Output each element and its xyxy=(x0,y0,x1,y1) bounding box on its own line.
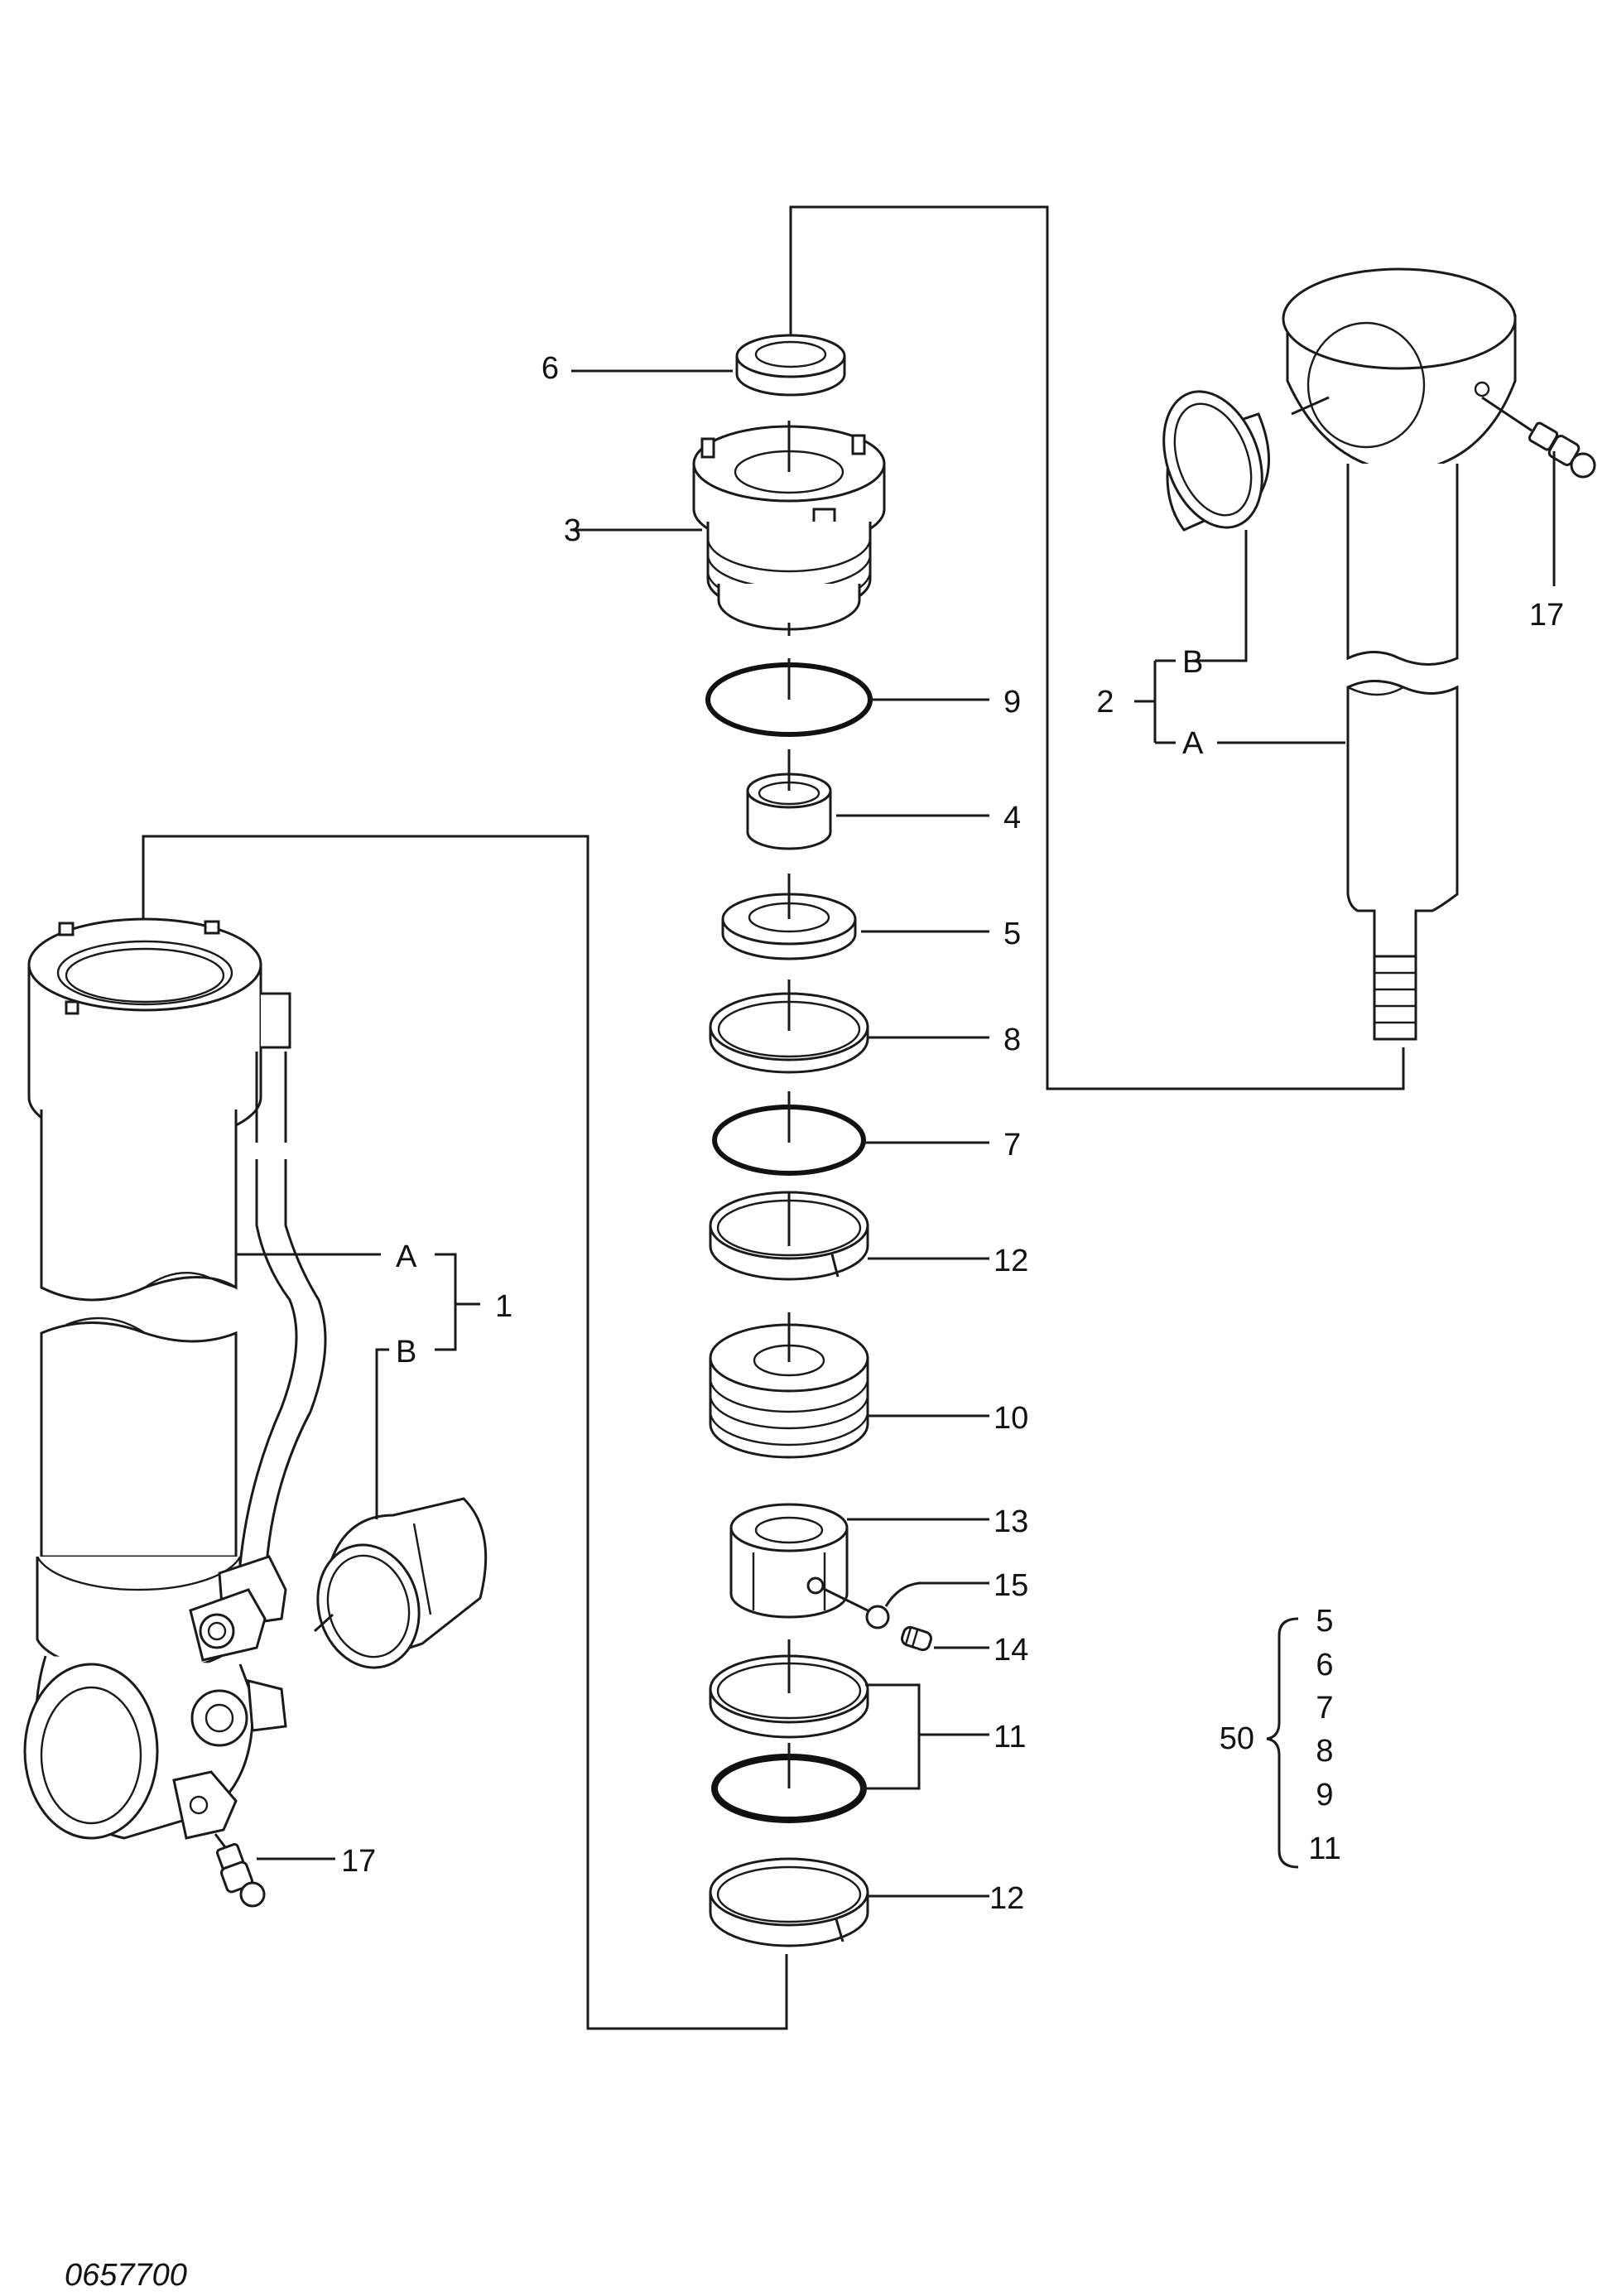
diagram-code: 0657700 xyxy=(65,2258,187,2293)
kit-item: 7 xyxy=(1316,1691,1333,1726)
part-1-cylinder-tube xyxy=(23,917,287,1840)
connector-lines xyxy=(142,205,1405,2030)
part-2-piston-rod xyxy=(1282,267,1517,1041)
callout-3: 3 xyxy=(564,513,581,548)
part-8-backup-ring xyxy=(709,980,989,1074)
callout-5: 5 xyxy=(1003,917,1021,951)
callout-8: 8 xyxy=(1003,1023,1021,1057)
callout-2: 2 xyxy=(1096,685,1114,720)
kit-item: 11 xyxy=(1308,1832,1340,1866)
callout-10: 10 xyxy=(994,1401,1028,1436)
part-9-o-ring xyxy=(705,658,989,737)
callout-7: 7 xyxy=(1003,1128,1021,1162)
kit-item: 5 xyxy=(1316,1604,1333,1639)
part-13-nut xyxy=(729,1503,989,1619)
part-14-set-screw xyxy=(901,1625,989,1652)
callout-1-B: B xyxy=(396,1335,416,1369)
callout-12-lower: 12 xyxy=(989,1881,1024,1916)
callout-4: 4 xyxy=(1003,801,1021,835)
callout-2-B: B xyxy=(1182,645,1203,680)
part-11-seal-set xyxy=(709,1639,989,1823)
part-5-buffer-ring xyxy=(721,874,989,960)
callout-9: 9 xyxy=(1003,685,1021,720)
callout-14: 14 xyxy=(994,1633,1028,1668)
part-17-grease-fitting-left xyxy=(214,1833,335,1908)
kit-item: 9 xyxy=(1316,1778,1333,1812)
callout-1: 1 xyxy=(495,1289,512,1324)
callout-6: 6 xyxy=(541,351,559,386)
part-3-rod-cover xyxy=(571,421,886,636)
part-6-dust-seal xyxy=(571,334,846,397)
callout-2-A: A xyxy=(1182,726,1204,761)
callout-12-upper: 12 xyxy=(994,1244,1028,1278)
callout-15: 15 xyxy=(994,1568,1028,1603)
part-12-wear-ring-lower xyxy=(709,1857,989,1947)
part-12-wear-ring-upper xyxy=(709,1191,989,1281)
part-2-brackets xyxy=(1134,530,1345,744)
kit-50-brace xyxy=(1266,1617,1299,1869)
part-15-ball xyxy=(821,1581,989,1629)
part-1b-bushing xyxy=(313,1497,488,1669)
callout-1-A: A xyxy=(396,1239,417,1274)
part-7-o-ring xyxy=(712,1091,989,1176)
part-10-piston xyxy=(709,1312,989,1459)
part-1-pipe xyxy=(189,992,327,1662)
part-2b-bushing xyxy=(1162,390,1330,532)
callout-11: 11 xyxy=(994,1720,1026,1754)
callout-labels: 6 3 9 4 5 8 7 12 10 13 15 14 11 12 2 B A… xyxy=(65,351,1564,2293)
kit-item: 8 xyxy=(1316,1734,1333,1769)
kit-number: 50 xyxy=(1220,1721,1254,1756)
part-17-grease-fitting-right xyxy=(1481,396,1596,586)
part-4-bushing xyxy=(746,749,989,850)
kit-item: 6 xyxy=(1316,1648,1333,1682)
callout-17-right: 17 xyxy=(1529,598,1564,633)
callout-13: 13 xyxy=(994,1504,1028,1539)
part-1-brackets xyxy=(236,1253,480,1519)
callout-17-left: 17 xyxy=(341,1844,376,1879)
